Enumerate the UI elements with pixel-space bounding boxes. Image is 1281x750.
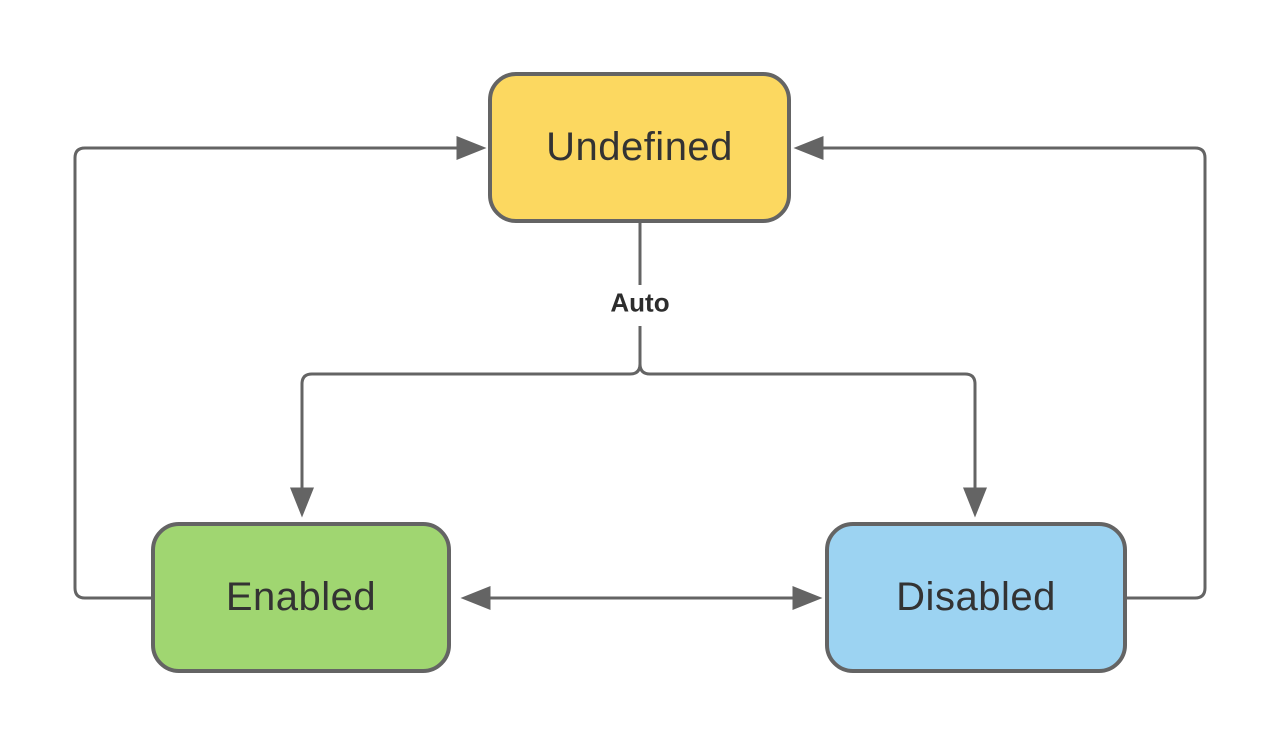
edge-label-auto: Auto [600,285,680,321]
edge-disabled-to-undefined [793,136,1207,600]
node-disabled[interactable]: Disabled [825,522,1127,673]
node-enabled-label: Enabled [225,575,377,619]
edge-undefined-to-enabled [290,326,642,518]
node-undefined[interactable]: Undefined [488,72,791,223]
node-disabled-label: Disabled [896,575,1056,619]
node-enabled[interactable]: Enabled [151,522,451,673]
node-undefined-label: Undefined [546,125,733,169]
edge-undefined-to-disabled [638,326,987,518]
edge-enabled-to-undefined [73,136,487,600]
